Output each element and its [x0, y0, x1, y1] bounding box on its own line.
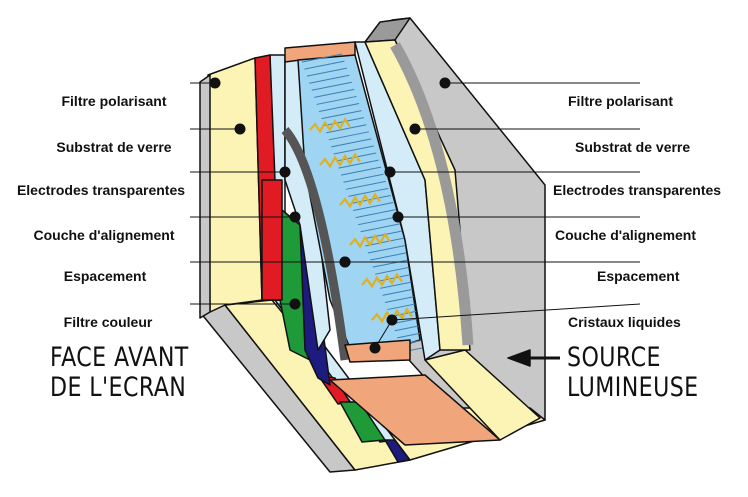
crystal-molecule-line: [343, 173, 384, 183]
crystal-molecule-line: [367, 244, 408, 254]
crystal-molecule-line: [309, 74, 350, 84]
crystal-molecule-line: [360, 223, 401, 233]
source-caption-line2: LUMINEUSE: [567, 372, 699, 403]
crystal-chain: [319, 152, 361, 169]
crystal-chain: [339, 192, 381, 209]
crystal-molecule-line: [338, 159, 379, 169]
crystal-molecule-line: [372, 258, 413, 268]
left-label-substrat-de-verre: Substrat de verre: [56, 139, 172, 155]
crystal-molecule-line: [348, 187, 389, 197]
crystal-molecule-line: [353, 202, 394, 212]
leader-dot: [289, 298, 301, 310]
left-label-filtre-couleur: Filtre couleur: [63, 314, 153, 330]
crystal-molecule-line: [326, 124, 367, 134]
crystal-molecule-line: [314, 88, 355, 98]
crystal-molecule-line: [331, 138, 372, 148]
crystal-molecule-line: [355, 209, 396, 219]
leader-dot: [409, 123, 421, 135]
crystal-molecule-line: [321, 110, 362, 120]
crystal-molecule-line: [357, 216, 399, 226]
left-label-espacement: Espacement: [63, 268, 147, 284]
front-caption-line1: FACE AVANT: [50, 342, 189, 373]
left-label-couche-alignement: Couche d'alignement: [33, 227, 175, 243]
crystal-molecule-line: [318, 103, 360, 113]
crystal-molecule-line: [328, 131, 369, 141]
crystal-molecule-line: [316, 95, 357, 105]
crystal-molecule-line: [306, 67, 347, 77]
left-polariser: [207, 57, 263, 313]
left-label-filtre-polarisant: Filtre polarisant: [61, 93, 167, 109]
crystal-molecule-line: [301, 53, 343, 63]
crystal-chain: [349, 232, 391, 249]
leader-dot: [209, 77, 221, 89]
right-label-electrodes: Electrodes transparentes: [553, 182, 722, 198]
right-label-espacement: Espacement: [597, 268, 680, 284]
leader-dot: [384, 166, 396, 178]
right-label-substrat-de-verre: Substrat de verre: [575, 139, 691, 155]
right-label-filtre-polarisant: Filtre polarisant: [568, 93, 674, 109]
leader-dot: [339, 256, 351, 268]
left-label-electrodes: Electrodes transparentes: [16, 182, 186, 198]
leader-line: [391, 303, 641, 321]
leader-lines: [190, 77, 641, 354]
light-arrow-head: [507, 349, 531, 367]
source-caption-line1: SOURCE: [567, 342, 661, 373]
crystal-molecule-line: [304, 60, 345, 70]
leader-dot: [289, 211, 301, 223]
crystal-molecule-line: [375, 265, 416, 275]
right-label-couche-alignement: Couche d'alignement: [555, 227, 697, 243]
right-glass-substrate: [364, 39, 471, 351]
right-label-cristaux-liquides: Cristaux liquides: [568, 314, 681, 330]
base-navy: [384, 439, 411, 463]
crystal-molecule-line: [340, 166, 382, 176]
crystal-molecule-line: [362, 230, 404, 240]
leader-dot: [234, 123, 246, 135]
leader-dot: [369, 342, 381, 354]
leader-dot: [439, 77, 451, 89]
filter-red-low: [261, 179, 283, 301]
leader-dot: [279, 166, 291, 178]
crystal-molecule-line: [370, 251, 411, 261]
front-caption-line2: DE L'ECRAN: [50, 372, 187, 403]
left-polariser-edge: [199, 74, 211, 319]
crystal-molecule-line: [311, 81, 352, 91]
crystal-molecule-line: [333, 145, 374, 155]
base-cream-back: [424, 349, 541, 441]
crystal-chain: [309, 117, 351, 134]
crystal-molecule-line: [365, 237, 406, 247]
alignment-stripe: [281, 127, 350, 361]
leader-dot: [392, 211, 404, 223]
crystal-molecule-line: [345, 180, 387, 190]
light-arrow: [507, 349, 560, 367]
crystal-chain: [361, 272, 403, 289]
